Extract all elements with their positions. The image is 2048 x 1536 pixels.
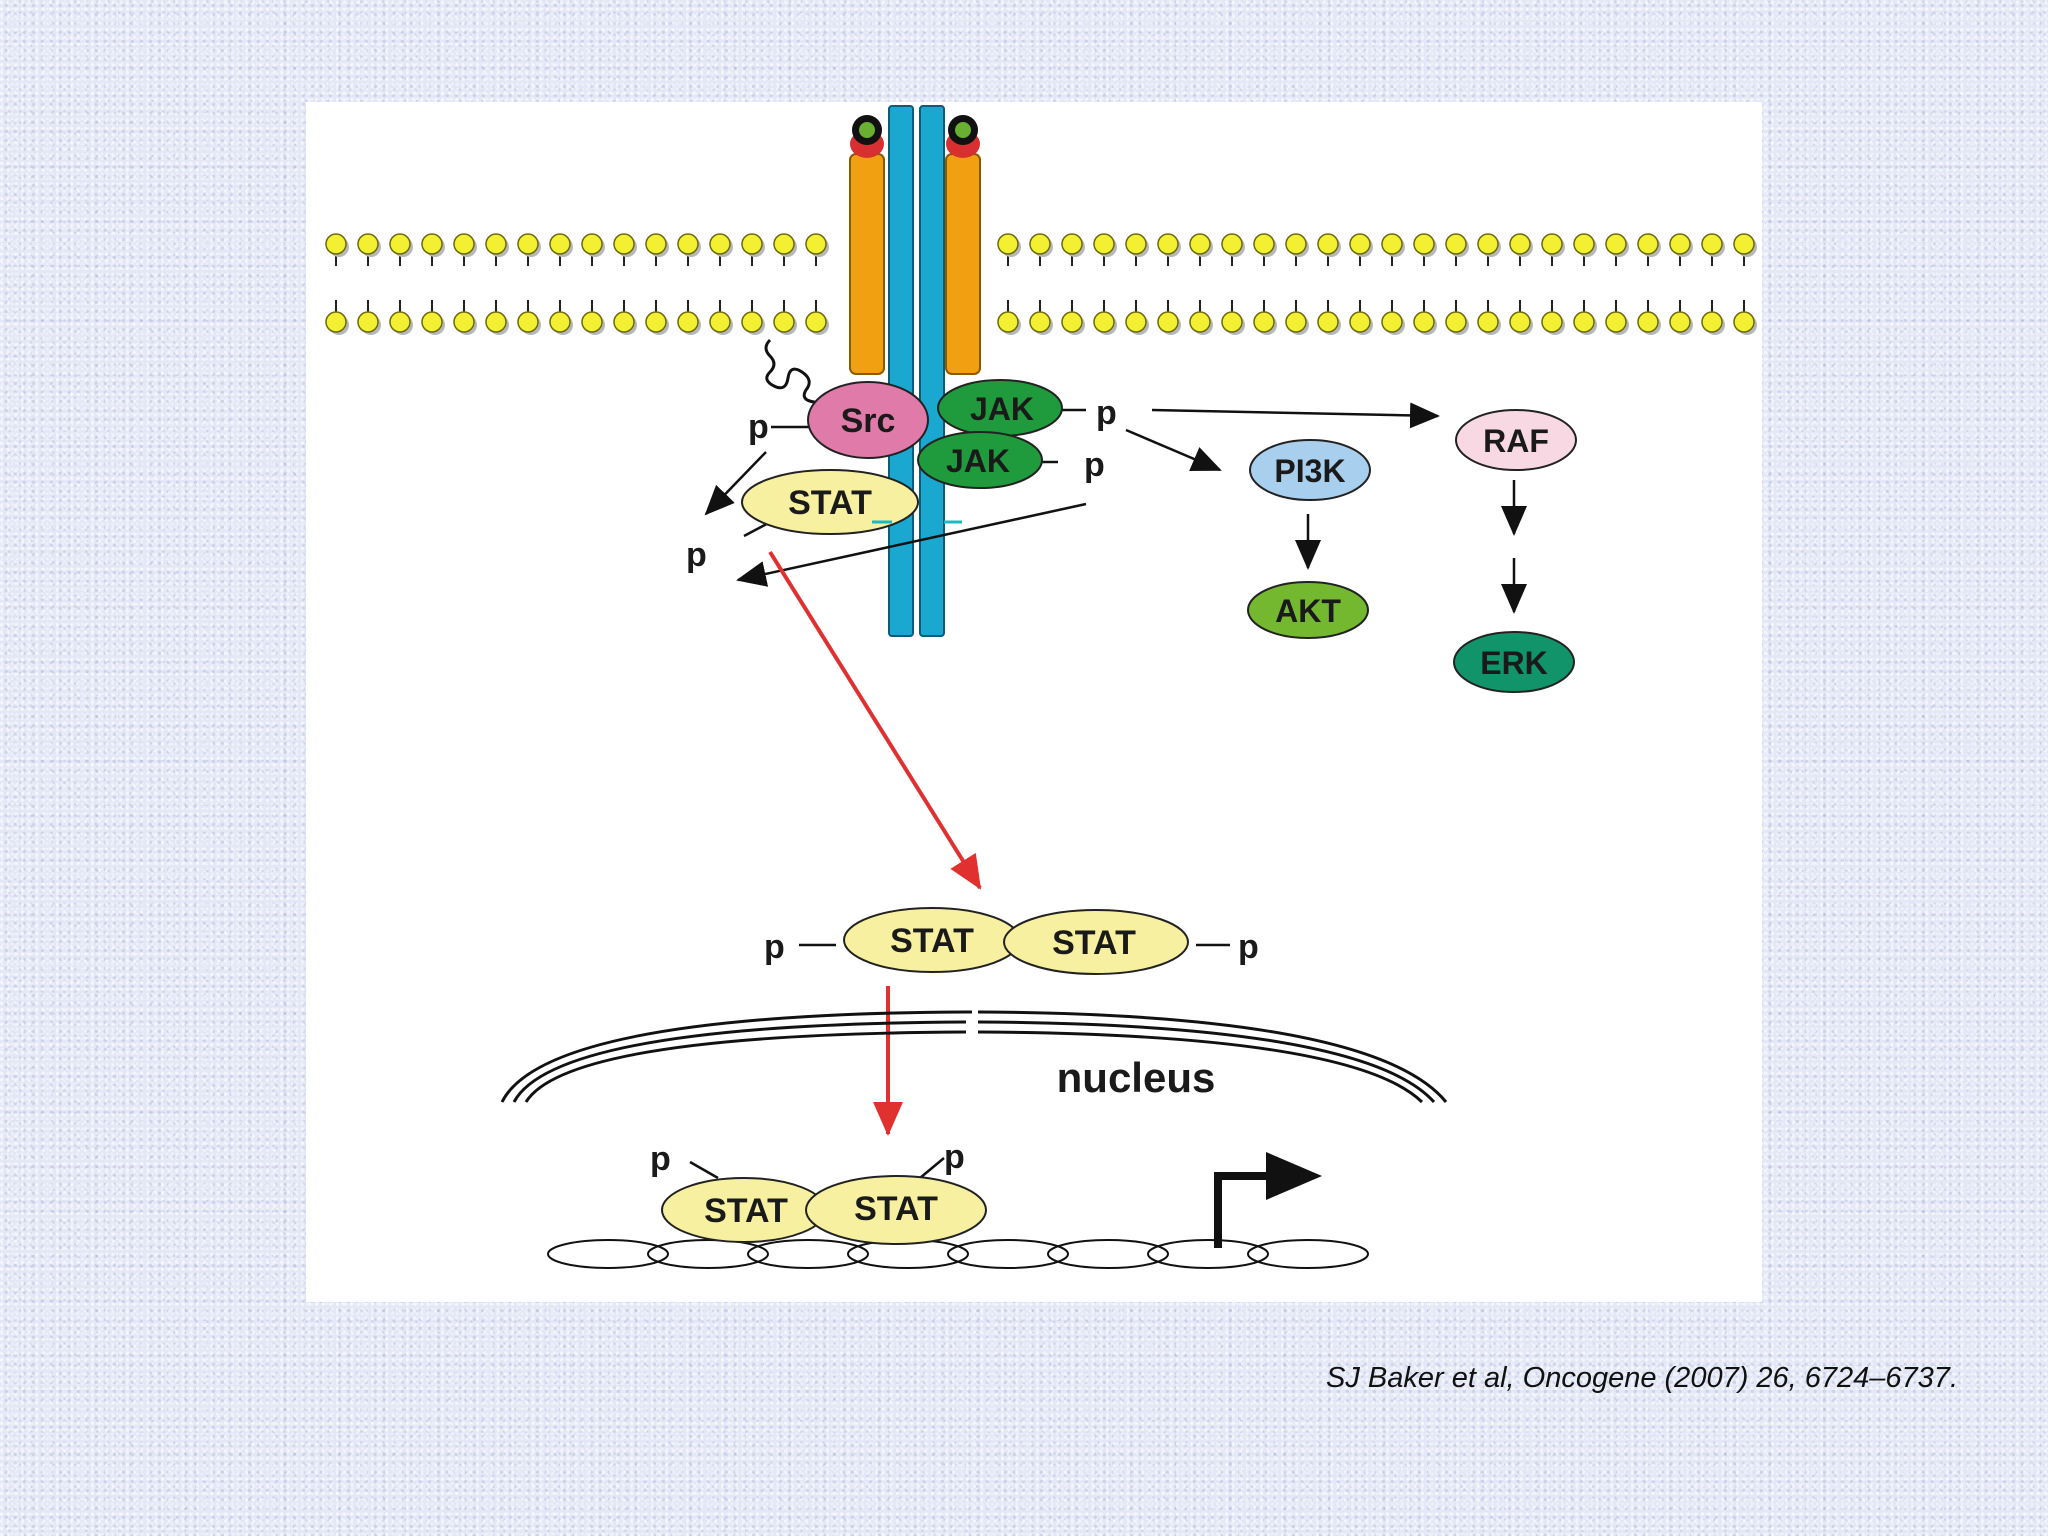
lipid-unit: [1477, 233, 1501, 335]
lipid-unit: [773, 233, 797, 335]
lipid-unit: [1381, 233, 1405, 335]
pi3k-label: PI3K: [1274, 453, 1345, 489]
lipid-unit: [1637, 233, 1661, 335]
nuclear-envelope: [500, 1010, 1448, 1104]
diagram-panel: Src JAK JAK STAT PI3K AKT RAF ERK STAT S…: [306, 102, 1762, 1302]
jak-top-protein: JAK: [937, 379, 1063, 437]
phospho-jak-bottom: p: [1084, 446, 1105, 484]
lipid-unit: [1605, 233, 1629, 335]
jak-bottom-label: JAK: [946, 443, 1010, 479]
phospho-jak-top: p: [1096, 394, 1117, 432]
akt-label: AKT: [1275, 593, 1341, 629]
phospho-dna-right: p: [944, 1138, 965, 1176]
jak-bottom-protein: JAK: [917, 431, 1043, 489]
lipid-unit: [1061, 233, 1085, 335]
receptor-orange-left: [849, 153, 885, 375]
lipid-unit: [517, 233, 541, 335]
lipid-unit: [1669, 233, 1693, 335]
lipid-unit: [1733, 233, 1757, 335]
nucleus-label: nucleus: [1057, 1054, 1216, 1101]
pi3k-protein: PI3K: [1249, 439, 1371, 501]
lipid-unit: [1349, 233, 1373, 335]
citation: SJ Baker et al, Oncogene (2007) 26, 6724…: [1326, 1362, 1958, 1394]
raf-protein: RAF: [1455, 409, 1577, 471]
src-protein: Src: [807, 381, 929, 459]
stat-dimer-right-label: STAT: [1052, 924, 1136, 962]
lipid-unit: [1253, 233, 1277, 335]
transcription-start-icon: [1214, 1152, 1322, 1248]
lipid-unit: [581, 233, 605, 335]
ligand-left-icon: [850, 115, 884, 158]
dna-chromatin: [547, 1239, 1369, 1269]
ligand-right-icon: [946, 115, 980, 158]
lipid-unit: [389, 233, 413, 335]
cytokine-receptor: [849, 105, 981, 637]
jak-top-label: JAK: [970, 391, 1034, 427]
stat-signaling-diagram: Src JAK JAK STAT PI3K AKT RAF ERK STAT S…: [325, 105, 1757, 1269]
phosphate-labels: p p p p p p p p: [650, 394, 1259, 1178]
raf-label: RAF: [1483, 423, 1549, 459]
lipid-unit: [677, 233, 701, 335]
erk-label: ERK: [1480, 645, 1548, 681]
receptor-blue-right: [919, 105, 945, 637]
lipid-unit: [1317, 233, 1341, 335]
lipid-unit: [805, 233, 829, 335]
stat-dna-right-label: STAT: [854, 1190, 938, 1228]
lipid-unit: [1157, 233, 1181, 335]
akt-protein: AKT: [1247, 581, 1369, 639]
lipid-unit: [741, 233, 765, 335]
erk-protein: ERK: [1453, 631, 1575, 693]
lipid-unit: [453, 233, 477, 335]
lipid-unit: [1189, 233, 1213, 335]
phospho-dna-left: p: [650, 1140, 671, 1178]
src-membrane-anchor: [764, 338, 832, 404]
phospho-src: p: [748, 408, 769, 446]
lipid-unit: [1701, 233, 1725, 335]
lipid-unit: [1029, 233, 1053, 335]
lipid-unit: [997, 233, 1021, 335]
lipid-unit: [1573, 233, 1597, 335]
stat-dna-left-label: STAT: [704, 1192, 788, 1230]
lipid-unit: [1445, 233, 1469, 335]
stat-receptor-label: STAT: [788, 484, 872, 522]
signal-arrows: [689, 402, 1527, 1180]
stat-receptor-protein: STAT: [741, 469, 919, 535]
receptor-blue-left: [888, 105, 914, 637]
lipid-unit: [645, 233, 669, 335]
lipid-unit: [485, 233, 509, 335]
lipid-unit: [357, 233, 381, 335]
stat-dimer-left-label: STAT: [890, 922, 974, 960]
stat-dimer-cytoplasm: STAT STAT: [843, 907, 1189, 975]
lipid-unit: [1509, 233, 1533, 335]
translocation-arrows: [768, 550, 982, 1136]
src-label: Src: [841, 402, 896, 440]
lipid-unit: [325, 233, 349, 335]
phospho-stat: p: [686, 536, 707, 574]
lipid-unit: [709, 233, 733, 335]
lipid-unit: [613, 233, 637, 335]
lipid-unit: [1541, 233, 1565, 335]
lipid-unit: [1413, 233, 1437, 335]
lipid-unit: [1221, 233, 1245, 335]
lipid-unit: [1285, 233, 1309, 335]
lipid-unit: [549, 233, 573, 335]
phospho-dimer-left: p: [764, 928, 785, 966]
lipid-unit: [421, 233, 445, 335]
receptor-orange-right: [945, 153, 981, 375]
stat-dimer-dna: STAT STAT: [661, 1175, 987, 1245]
phospho-dimer-right: p: [1238, 928, 1259, 966]
lipid-unit: [1125, 233, 1149, 335]
lipid-unit: [1093, 233, 1117, 335]
cell-membrane: [325, 233, 1757, 335]
